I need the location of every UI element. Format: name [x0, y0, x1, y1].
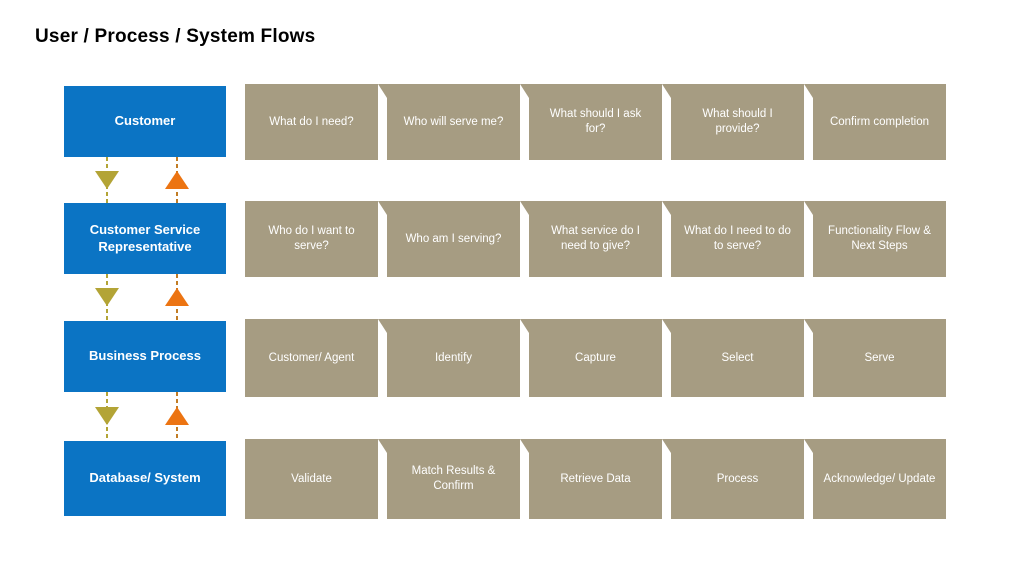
flow-step: Capture [520, 319, 662, 397]
flow-step: Functionality Flow & Next Steps [804, 201, 946, 277]
flow-step: What service do I need to give? [520, 201, 662, 277]
flow-step: Serve [804, 319, 946, 397]
up-arrow-icon [165, 407, 189, 425]
down-arrow-icon [95, 407, 119, 425]
lane-box-customer: Customer [64, 86, 226, 157]
flow-step: What do I need to do to serve? [662, 201, 804, 277]
flow-step: Customer/ Agent [245, 319, 378, 397]
flow-step: Acknowledge/ Update [804, 439, 946, 519]
down-arrow-icon [95, 171, 119, 189]
down-arrow-icon [95, 288, 119, 306]
flow-step: Match Results & Confirm [378, 439, 520, 519]
flow-step: What should I provide? [662, 84, 804, 160]
flow-step: Select [662, 319, 804, 397]
flow-step: Who will serve me? [378, 84, 520, 160]
flow-step: What do I need? [245, 84, 378, 160]
lane-box-business-process: Business Process [64, 321, 226, 392]
flow-step: Who am I serving? [378, 201, 520, 277]
lane-box-database-system: Database/ System [64, 441, 226, 516]
flow-step: Validate [245, 439, 378, 519]
up-arrow-icon [165, 171, 189, 189]
flow-step: Process [662, 439, 804, 519]
lane-box-customer-service-representative: Customer Service Representative [64, 203, 226, 274]
flow-step: Retrieve Data [520, 439, 662, 519]
flow-step: What should I ask for? [520, 84, 662, 160]
up-arrow-icon [165, 288, 189, 306]
flow-step: Confirm completion [804, 84, 946, 160]
page-title: User / Process / System Flows [35, 26, 316, 47]
flow-step: Who do I want to serve? [245, 201, 378, 277]
flow-step: Identify [378, 319, 520, 397]
